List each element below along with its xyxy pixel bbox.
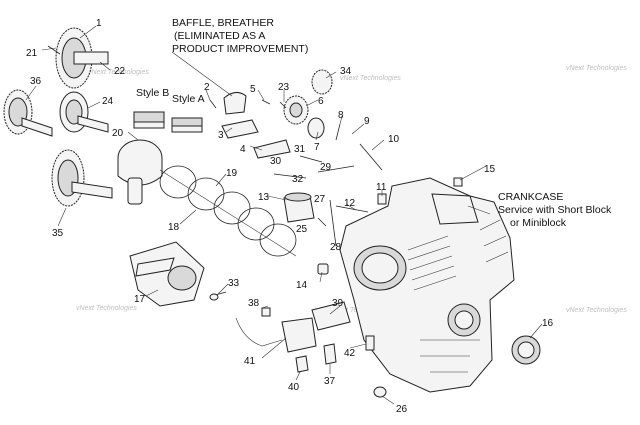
callout-21: 21 [26,48,38,59]
callout-42: 42 [344,348,356,359]
callout-18: 18 [168,222,180,233]
crankcase [339,177,515,393]
camshaft-gear-35 [51,149,113,207]
callout-8: 8 [338,110,344,121]
callout-9: 9 [364,116,370,127]
callout-37: 37 [324,376,336,387]
cylinder-liner-13 [283,192,315,223]
callout-10: 10 [388,134,400,145]
callout-13: 13 [258,192,270,203]
callout-14: 14 [296,280,308,291]
callout-27: 27 [314,194,326,205]
callout-4: 4 [240,144,246,155]
callout-5: 5 [250,84,256,95]
callout-31: 31 [294,144,306,155]
callout-36: 36 [30,76,42,87]
caption-piston-styles: Style B Style A [136,87,205,105]
callout-22: 22 [114,66,126,77]
callout-23: 23 [278,82,290,93]
piston-rings-18-19 [159,165,297,257]
callout-6: 6 [318,96,324,107]
callout-3: 3 [218,130,224,141]
camshaft-gear-24 [59,91,109,133]
callout-38: 38 [248,298,260,309]
callout-26: 26 [396,404,408,415]
caption-baffle-breather: BAFFLE, BREATHER (ELIMINATED AS A PRODUC… [172,17,308,55]
callout-19: 19 [226,168,238,179]
caption-line: CRANKCASE [498,191,563,203]
style-b-label: Style B [136,87,169,99]
callout-1: 1 [96,18,102,29]
callout-35: 35 [52,228,64,239]
gear-34 [283,69,333,139]
caption-line: BAFFLE, BREATHER [172,17,274,29]
style-a-label: Style A [172,93,205,105]
piston-style-a [171,117,203,133]
governor-assembly [235,301,387,398]
caption-line: (ELIMINATED AS A [174,30,265,42]
caption-line: Service with Short Block [498,204,612,216]
caption-crankcase: CRANKCASE Service with Short Block or Mi… [498,191,612,229]
callout-32: 32 [292,174,304,185]
callout-30: 30 [270,156,282,167]
camshaft-gear-1 [47,27,109,89]
callout-11: 11 [376,182,387,193]
callout-16: 16 [542,318,554,329]
bolts [209,99,463,247]
watermark: vNext Technologies [566,307,627,314]
callout-20: 20 [112,128,124,139]
breather-baffle [221,92,291,159]
callout-15: 15 [484,164,496,175]
callout-29: 29 [320,162,332,173]
callout-24: 24 [102,96,114,107]
leader-lines [25,25,543,405]
watermark: vNext Technologies [566,65,627,72]
callout-17: 17 [134,294,146,305]
callout-39: 39 [332,298,344,309]
oil-seal-16 [511,335,541,365]
callout-41: 41 [244,356,256,367]
callout-34: 34 [340,66,352,77]
callout-numbers: 1 2 3 4 5 6 7 8 9 10 11 12 13 14 15 16 1… [26,18,554,415]
bushing-14 [317,263,329,275]
piston-20 [117,139,163,205]
callout-33: 33 [228,278,240,289]
callout-12: 12 [344,198,356,209]
watermark: vNext Technologies [76,305,137,312]
watermark: vNext Technologies [88,69,149,76]
callout-25: 25 [296,224,308,235]
watermark: vNext Technologies [340,75,401,82]
callout-2: 2 [204,82,210,93]
callout-28: 28 [330,242,342,253]
callout-7: 7 [314,142,320,153]
bolt-33 [209,291,227,301]
caption-line: PRODUCT IMPROVEMENT) [172,43,308,55]
camshaft-gear-36 [3,89,53,137]
callout-40: 40 [288,382,300,393]
caption-line: or Miniblock [510,217,567,229]
oil-pump-housing-17 [129,241,205,307]
piston-style-b [133,111,165,129]
